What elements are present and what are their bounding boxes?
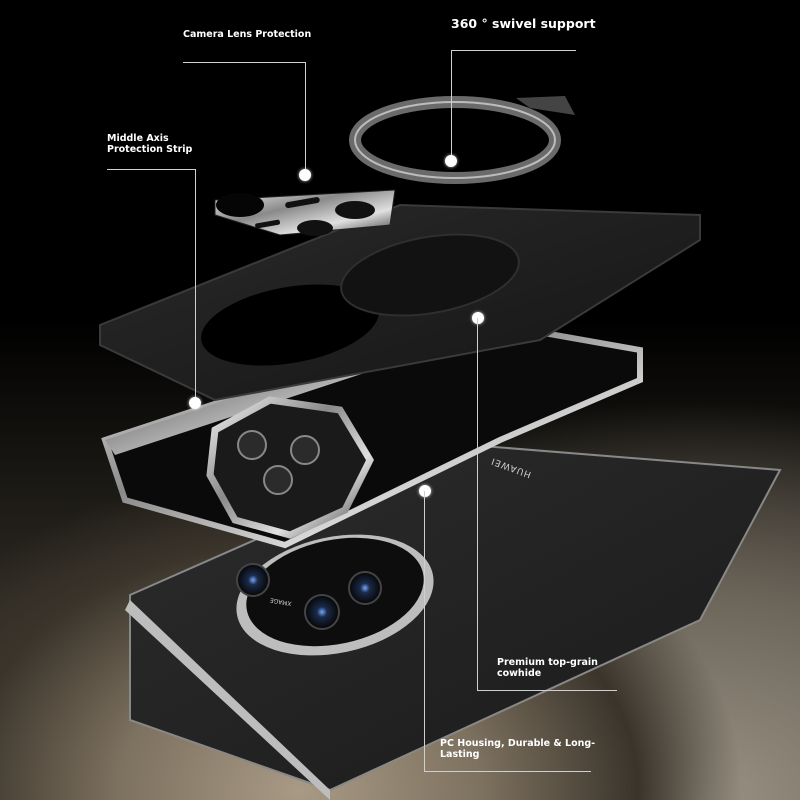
callout-middle-axis-label: Middle Axis Protection Strip — [107, 133, 193, 155]
swivel-ring — [349, 96, 575, 184]
callout-dot-pc-housing — [419, 485, 431, 497]
callout-line — [183, 62, 305, 63]
callout-line — [305, 62, 306, 174]
leather-cover — [99, 203, 701, 402]
callout-line — [451, 50, 452, 160]
callout-line — [424, 491, 425, 771]
callout-dot-swivel — [445, 155, 457, 167]
callout-line — [195, 169, 196, 401]
callout-dot-camera-lens — [299, 169, 311, 181]
callout-line — [477, 318, 478, 690]
callout-dot-middle-axis — [189, 397, 201, 409]
callout-camera-lens-label: Camera Lens Protection — [183, 29, 312, 40]
callout-line — [451, 50, 576, 51]
callout-cowhide-label: Premium top-grain cowhide — [497, 657, 598, 679]
callout-dot-cowhide — [472, 312, 484, 324]
camera-lens-protector — [214, 189, 396, 236]
callout-swivel-label: 360 ° swivel support — [451, 16, 596, 31]
callout-line — [477, 690, 617, 691]
callout-line — [424, 771, 591, 772]
callout-pc-housing-label: PC Housing, Durable & Long- Lasting — [440, 738, 596, 760]
callout-line — [107, 169, 195, 170]
